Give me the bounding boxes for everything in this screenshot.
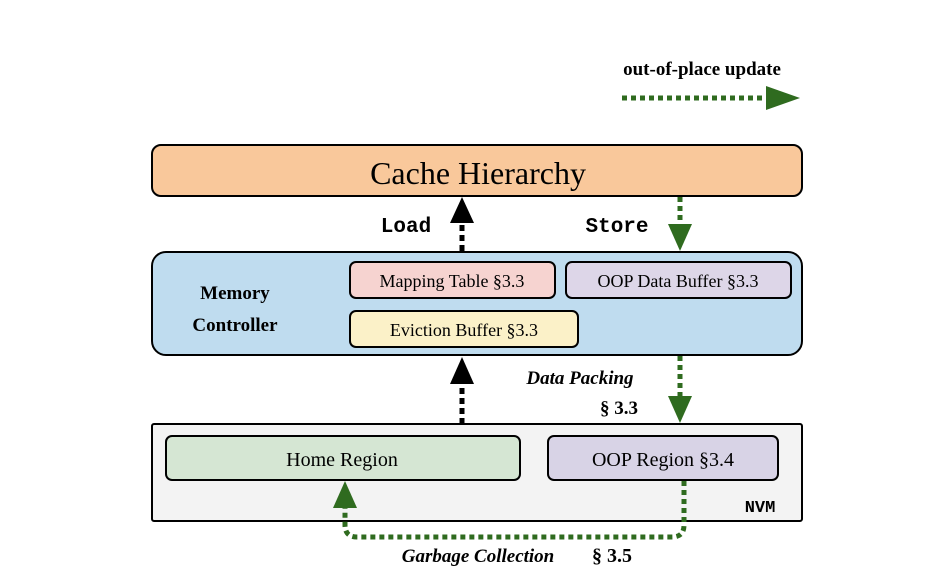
garbage-collection-ref: § 3.5 — [592, 545, 632, 567]
memory-controller-label-line1: Memory — [200, 283, 270, 304]
home-region-label: Home Region — [286, 449, 398, 471]
memory-controller-label-line2: Controller — [192, 315, 278, 336]
nvm-to-controller-arrowhead — [450, 357, 474, 384]
eviction-buffer-label: Eviction Buffer §3.3 — [390, 320, 538, 340]
nvm-label: NVM — [745, 499, 776, 518]
eviction-buffer-box — [349, 310, 579, 348]
data-packing-ref: § 3.3 — [600, 398, 638, 419]
data-packing-arrowhead — [668, 396, 692, 423]
legend-label: out-of-place update — [623, 59, 781, 80]
store-arrowhead — [668, 224, 692, 251]
mapping-table-label: Mapping Table §3.3 — [380, 271, 525, 291]
cache-hierarchy-title: Cache Hierarchy — [370, 155, 586, 191]
oop-region-box — [547, 435, 779, 481]
oop-region-label: OOP Region §3.4 — [592, 449, 734, 471]
store-label: Store — [585, 216, 648, 239]
oop-data-buffer-label: OOP Data Buffer §3.3 — [598, 271, 759, 291]
home-region-box — [165, 435, 521, 481]
load-arrowhead — [450, 197, 474, 223]
garbage-collection-arrow-path — [342, 481, 687, 540]
load-label: Load — [381, 216, 431, 239]
garbage-collection-label: Garbage Collection — [402, 546, 555, 567]
mapping-table-box — [349, 261, 556, 299]
oop-data-buffer-box — [565, 261, 792, 299]
garbage-collection-arrowhead — [333, 481, 357, 508]
legend-arrowhead — [766, 86, 800, 110]
cache-hierarchy-box — [151, 144, 803, 197]
data-packing-label: Data Packing — [525, 368, 633, 389]
